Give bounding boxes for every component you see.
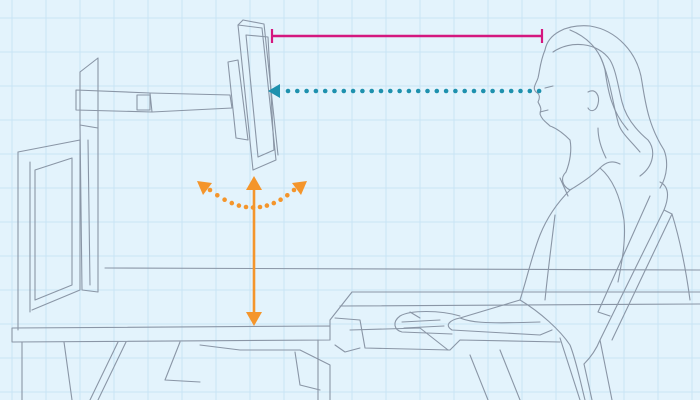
sight-line-dot bbox=[472, 89, 477, 94]
sight-line-dot bbox=[537, 89, 542, 94]
sight-line-dot bbox=[379, 89, 384, 94]
sight-line-dot bbox=[304, 89, 309, 94]
sight-line-dot bbox=[518, 89, 523, 94]
sight-line-dot bbox=[295, 89, 300, 94]
sight-line-dot bbox=[360, 89, 365, 94]
sight-line-dot bbox=[481, 89, 486, 94]
tilt-arc-dot bbox=[292, 188, 297, 193]
sight-line-dot bbox=[369, 89, 374, 94]
sight-line-dot bbox=[425, 89, 430, 94]
tilt-arc-dot bbox=[237, 203, 242, 208]
sight-line-dot bbox=[342, 89, 347, 94]
tilt-arc-dot bbox=[285, 193, 290, 198]
tilt-arc-dot bbox=[215, 193, 220, 198]
tilt-arc-dot bbox=[230, 201, 235, 206]
sight-line-dot bbox=[323, 89, 328, 94]
sight-line-dot bbox=[500, 89, 505, 94]
sight-line-dot bbox=[444, 89, 449, 94]
sight-line-dot bbox=[407, 89, 412, 94]
sight-line-dot bbox=[509, 89, 514, 94]
tilt-arc-dot bbox=[244, 205, 249, 210]
sight-line-dot bbox=[453, 89, 458, 94]
tilt-arc-dot bbox=[278, 197, 283, 202]
sight-line-dot bbox=[528, 89, 533, 94]
sight-line-dot bbox=[351, 89, 356, 94]
sight-line-dot bbox=[462, 89, 467, 94]
tilt-arc-dot bbox=[272, 201, 277, 206]
sight-line-dot bbox=[416, 89, 421, 94]
sight-line-dot bbox=[388, 89, 393, 94]
tilt-arc-dot bbox=[251, 205, 256, 210]
tilt-arc-dot bbox=[222, 197, 227, 202]
tilt-arc-dot bbox=[208, 188, 213, 193]
sight-line-dot bbox=[397, 89, 402, 94]
sight-line-dot bbox=[314, 89, 319, 94]
sight-line-dot bbox=[286, 89, 291, 94]
tilt-arc-dot bbox=[265, 203, 270, 208]
tilt-arc-dot bbox=[258, 205, 263, 210]
sight-line-dot bbox=[435, 89, 440, 94]
sight-line-dot bbox=[490, 89, 495, 94]
sight-line-dot bbox=[332, 89, 337, 94]
